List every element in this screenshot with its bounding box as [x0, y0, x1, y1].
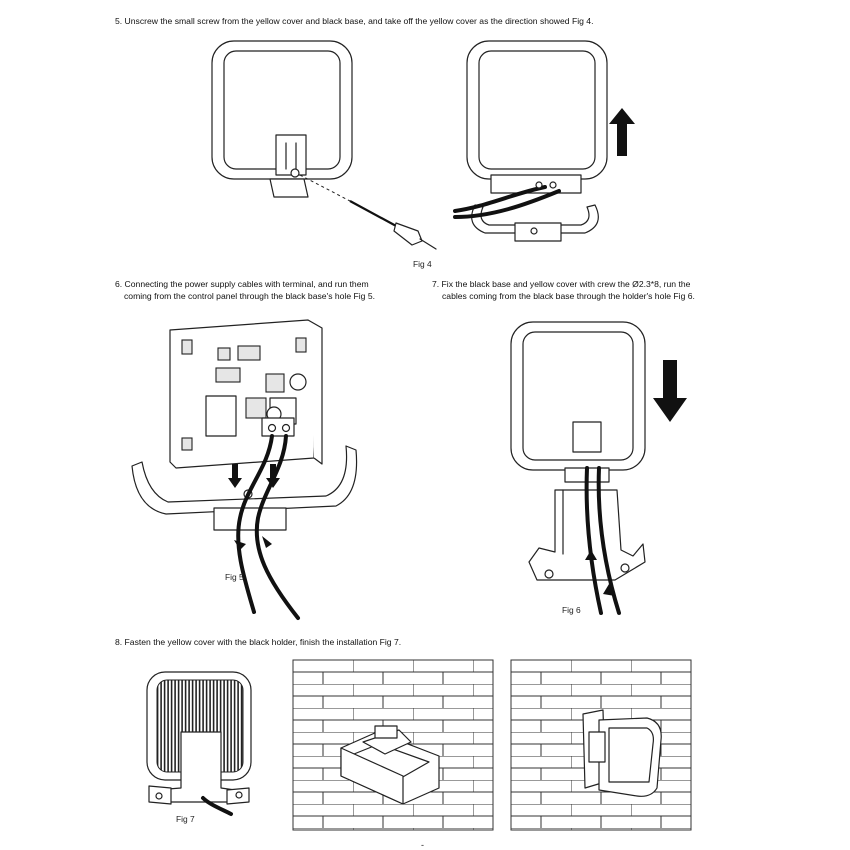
fig7-wall-mount-up-illustration	[292, 659, 494, 831]
step-6-instruction-line1: 6. Connecting the power supply cables wi…	[115, 279, 369, 289]
page-mark: -	[421, 840, 424, 850]
fig4-unscrew-illustration	[211, 40, 437, 250]
fig7-caption: Fig 7	[176, 814, 195, 824]
fig4-remove-cover-illustration	[453, 40, 608, 242]
fig5-wiring-illustration	[131, 319, 358, 620]
up-arrow-icon	[609, 108, 635, 156]
step-8-instruction: 8. Fasten the yellow cover with the blac…	[115, 637, 402, 647]
down-arrow-icon	[653, 360, 687, 422]
fig6-caption: Fig 6	[562, 605, 581, 615]
fig4-caption: Fig 4	[413, 259, 432, 269]
fig7-assembled-illustration	[146, 671, 252, 816]
fig5-caption: Fig 5	[225, 572, 244, 582]
step-7-instruction-line1: 7. Fix the black base and yellow cover w…	[432, 279, 691, 289]
fig7-wall-mount-side-illustration	[510, 659, 692, 831]
step-7-instruction-line2: cables coming from the black base throug…	[442, 291, 695, 301]
fig6-holder-illustration	[510, 321, 646, 615]
step-5-instruction: 5. Unscrew the small screw from the yell…	[115, 16, 594, 26]
step-6-instruction-line2: coming from the control panel through th…	[124, 291, 376, 301]
